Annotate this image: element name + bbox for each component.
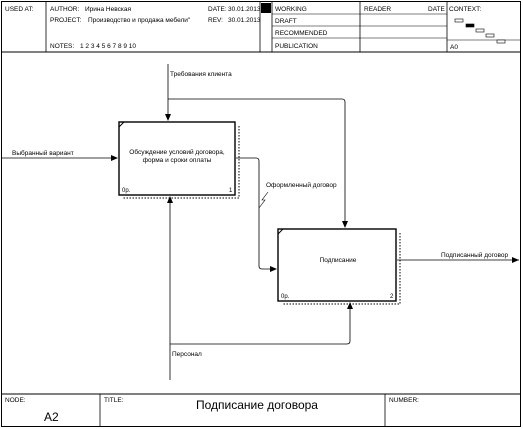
arrowhead-control-box2 [342, 221, 348, 228]
project-label: PROJECT: [50, 17, 82, 24]
reader-date-label: DATE [428, 6, 446, 13]
arrow-label-squiggle [258, 191, 269, 209]
arrow-control-requirements[interactable] [167, 64, 346, 227]
notes-label: NOTES: [50, 43, 74, 50]
reader-label: READER [364, 6, 391, 13]
arrowhead-internal-box2 [270, 266, 277, 272]
header-block [1, 1, 521, 53]
node-label: NODE: [5, 397, 26, 404]
notes-value: 1 2 3 4 5 6 7 8 9 10 [80, 43, 136, 50]
activity-box-2[interactable] [277, 228, 401, 305]
arrow-label-signed-contract: Подписанный договор [441, 251, 508, 259]
arrow-label-requirements: Требования клиента [170, 70, 232, 78]
arrow-label-contract: Оформленный договор [266, 181, 337, 189]
activity-box-1[interactable] [118, 121, 240, 199]
number-label: NUMBER: [389, 397, 419, 404]
status-working: WORKING [275, 6, 307, 13]
arrowhead-output [512, 257, 519, 263]
box1-number: 1 [229, 188, 233, 194]
box2-cost: 0р. [281, 294, 290, 300]
arrow-mechanism-staff[interactable] [169, 198, 351, 380]
date-value: 30.01.2013 [228, 6, 261, 13]
date-label: DATE: [208, 6, 227, 13]
box1-label-line1: Обсуждение условий договора, [129, 148, 225, 156]
diagram-title: Подписание договора [196, 398, 318, 412]
arrowhead-control-box1 [165, 114, 171, 121]
status-recommended: RECOMMENDED [275, 30, 328, 37]
rev-value: 30.01.2013 [228, 17, 261, 24]
author-value: Ирина Невская [85, 6, 131, 13]
arrow-label-staff: Персонал [172, 351, 202, 358]
box1-cost: 0р. [122, 188, 131, 194]
arrow-label-selected-variant: Выбранный вариант [12, 149, 74, 157]
author-label: AUTHOR: [50, 6, 79, 13]
status-publication: PUBLICATION [275, 43, 318, 50]
used-at-label: USED AT: [5, 6, 34, 13]
arrowhead-mechanism-box1 [167, 196, 173, 203]
arrowhead-input-box1 [111, 155, 118, 161]
title-label: TITLE: [104, 397, 124, 404]
project-value: Производство и продажа мебели" [88, 16, 191, 24]
footer-block [1, 393, 521, 427]
box1-label-line2: форма и сроки оплаты [143, 157, 212, 164]
box2-label: Подписание [320, 257, 357, 264]
context-thumbnail [454, 18, 506, 44]
rev-label: REV: [208, 17, 223, 24]
node-value: A2 [44, 410, 59, 424]
context-node: A0 [450, 44, 458, 51]
working-status-marker [261, 3, 271, 13]
box2-number: 2 [390, 294, 394, 300]
status-draft: DRAFT [275, 18, 297, 25]
arrowhead-mechanism-box2 [347, 302, 353, 309]
arrow-internal-contract[interactable] [236, 157, 276, 270]
context-label: CONTEXT: [449, 6, 481, 13]
